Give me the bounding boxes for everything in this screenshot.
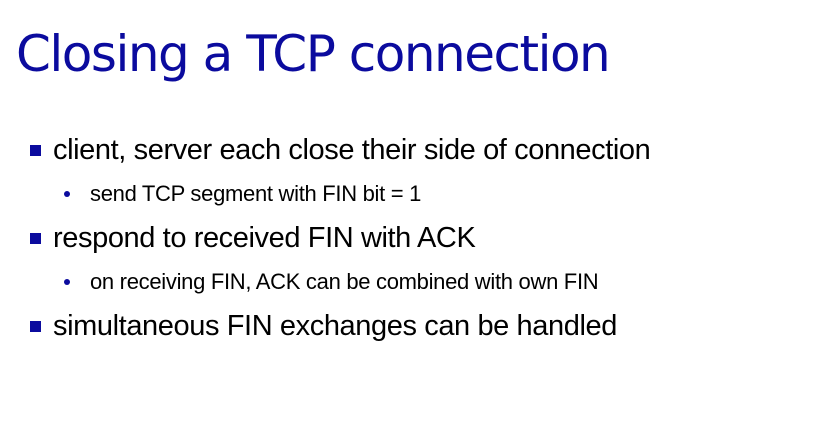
square-bullet-icon xyxy=(30,321,41,332)
sub-bullet-text: send TCP segment with FIN bit = 1 xyxy=(90,181,422,206)
bullet-item: simultaneous FIN exchanges can be handle… xyxy=(0,304,828,352)
sub-bullet-text: on receiving FIN, ACK can be combined wi… xyxy=(90,269,599,294)
bullet-list: client, server each close their side of … xyxy=(0,128,828,352)
sub-bullet-item: send TCP segment with FIN bit = 1 xyxy=(0,176,828,216)
bullet-item: client, server each close their side of … xyxy=(0,128,828,176)
round-bullet-icon xyxy=(64,191,70,197)
bullet-text: respond to received FIN with ACK xyxy=(53,222,476,254)
sub-bullet-item: on receiving FIN, ACK can be combined wi… xyxy=(0,264,828,304)
bullet-text: client, server each close their side of … xyxy=(53,134,651,166)
slide-title: Closing a TCP connection xyxy=(16,25,611,83)
bullet-item: respond to received FIN with ACK xyxy=(0,216,828,264)
round-bullet-icon xyxy=(64,279,70,285)
square-bullet-icon xyxy=(30,233,41,244)
square-bullet-icon xyxy=(30,145,41,156)
bullet-text: simultaneous FIN exchanges can be handle… xyxy=(53,310,617,342)
